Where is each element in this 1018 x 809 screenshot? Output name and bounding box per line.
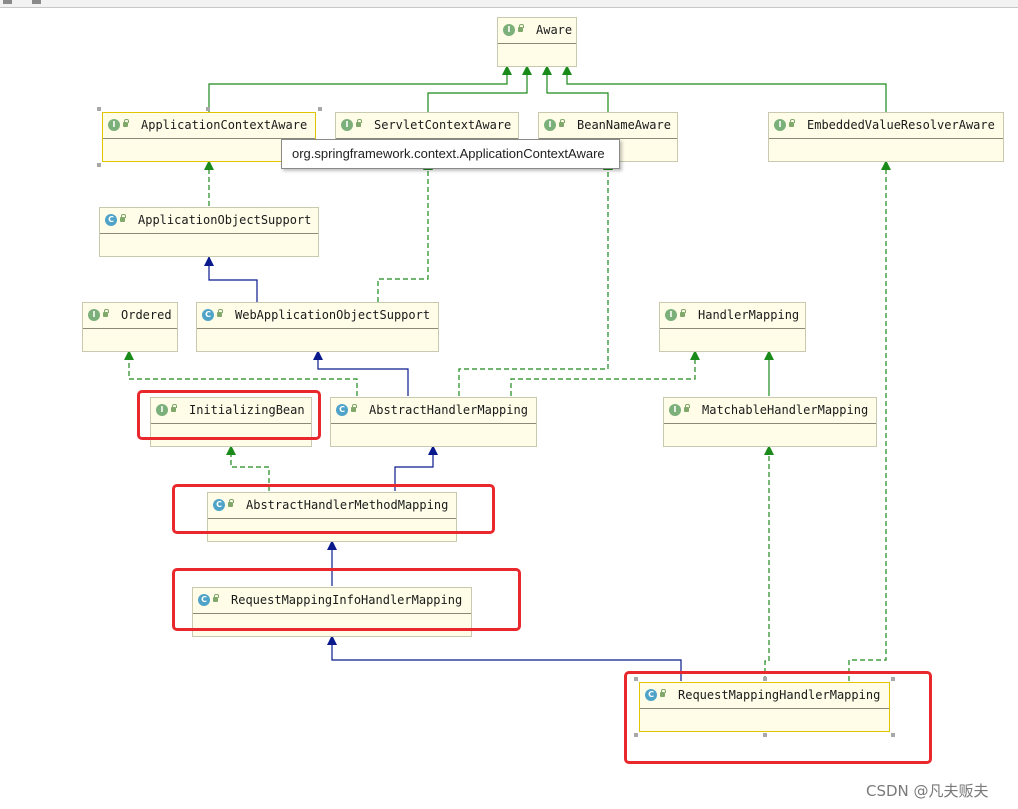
class-icon: C [645,689,657,701]
node-label: BeanNameAware [577,118,671,132]
class-icon: C [105,214,117,226]
node-label: AbstractHandlerMethodMapping [246,498,449,512]
node-matchablehandlermapping[interactable]: I MatchableHandlerMapping [663,397,877,447]
toolbar-icon[interactable] [3,0,12,4]
edge-abstracthandlermapping-webapplicationobjectsupport [313,350,409,396]
edge-abstracthandlermapping-handlermapping [510,350,700,396]
public-lock-icon [660,689,666,697]
public-lock-icon [120,214,126,222]
node-embeddedvalueresolveraware[interactable]: I EmbeddedValueResolverAware [768,112,1004,162]
node-label: ApplicationObjectSupport [138,213,312,227]
node-applicationcontextaware[interactable]: I ApplicationContextAware [102,112,316,162]
selection-handle[interactable] [634,677,638,681]
public-lock-icon [356,119,362,127]
window-toolbar-strip [0,0,1018,8]
interface-icon: I [669,404,681,416]
selection-handle[interactable] [891,677,895,681]
node-label: RequestMappingInfoHandlerMapping [231,593,463,607]
interface-icon: I [503,24,515,36]
interface-icon: I [108,119,120,131]
node-applicationobjectsupport[interactable]: C ApplicationObjectSupport [99,207,319,257]
public-lock-icon [103,309,109,317]
node-handlermapping[interactable]: I HandlerMapping [659,302,806,352]
node-label: WebApplicationObjectSupport [235,308,431,322]
public-lock-icon [789,119,795,127]
selection-handle[interactable] [634,733,638,737]
public-lock-icon [228,499,234,507]
node-label: Aware [536,23,573,37]
class-icon: C [198,594,210,606]
interface-icon: I [156,404,168,416]
node-abstracthandlermapping[interactable]: C AbstractHandlerMapping [330,397,537,447]
node-label: InitializingBean [189,403,305,417]
node-ordered[interactable]: I Ordered [82,302,178,352]
class-icon: C [202,309,214,321]
node-label: Ordered [121,308,172,322]
public-lock-icon [217,309,223,317]
highlight-initializingbean [137,390,321,440]
edge-embeddedvalueresolveraware-aware [562,65,887,112]
toolbar-icon[interactable] [32,0,41,4]
edge-requestmappinghandlermapping-requestmappinginfohandlermapping [327,635,682,681]
edge-webapplicationobjectsupport-applicationobjectsupport [204,256,258,302]
edge-abstracthandlermethodmapping-initializingbean [226,445,270,491]
public-lock-icon [680,309,686,317]
selection-handle[interactable] [763,677,767,681]
public-lock-icon [213,594,219,602]
edge-beannameaware-aware [542,65,609,112]
class-tooltip: org.springframework.context.ApplicationC… [281,139,620,169]
node-label: EmbeddedValueResolverAware [807,118,995,132]
node-label: RequestMappingHandlerMapping [678,688,881,702]
watermark: CSDN @凡夫贩夫 [866,782,989,800]
node-aware[interactable]: I Aware [497,17,577,67]
node-webapplicationobjectsupport[interactable]: C WebApplicationObjectSupport [196,302,439,352]
public-lock-icon [171,404,177,412]
selection-handle[interactable] [318,107,322,111]
node-label: HandlerMapping [698,308,800,322]
interface-icon: I [88,309,100,321]
node-label: ServletContextAware [374,118,512,132]
public-lock-icon [351,404,357,412]
class-icon: C [213,499,225,511]
selection-handle[interactable] [97,107,101,111]
edge-requestmappinghandlermapping-embeddedvalueresolveraware [848,160,891,681]
selection-handle[interactable] [97,163,101,167]
interface-icon: I [665,309,677,321]
public-lock-icon [559,119,565,127]
public-lock-icon [684,404,690,412]
highlight-abstracthandlermethodmapping [172,484,495,534]
edge-abstracthandlermapping-beannameaware [458,160,613,396]
edge-webapplicationobjectsupport-servletcontextaware [377,160,433,302]
highlight-requestmappinginfohandlermapping [172,568,521,631]
selection-handle[interactable] [763,733,767,737]
edge-servletcontextaware-aware [427,65,532,112]
highlight-requestmappinghandlermapping [624,671,932,764]
selection-handle[interactable] [206,107,210,111]
edge-applicationcontextaware-aware [208,65,512,112]
edge-abstracthandlermethodmapping-abstracthandlermapping [394,445,438,491]
interface-icon: I [774,119,786,131]
interface-icon: I [341,119,353,131]
node-label: AbstractHandlerMapping [369,403,528,417]
class-icon: C [336,404,348,416]
node-label: ApplicationContextAware [141,118,308,132]
node-requestmappinghandlermapping[interactable]: C RequestMappingHandlerMapping [639,682,890,732]
public-lock-icon [518,24,524,32]
edge-requestmappinghandlermapping-matchablehandlermapping [764,445,774,681]
public-lock-icon [123,119,129,127]
interface-icon: I [544,119,556,131]
node-label: MatchableHandlerMapping [702,403,869,417]
selection-handle[interactable] [891,733,895,737]
edge-abstracthandlermapping-ordered [124,350,358,396]
